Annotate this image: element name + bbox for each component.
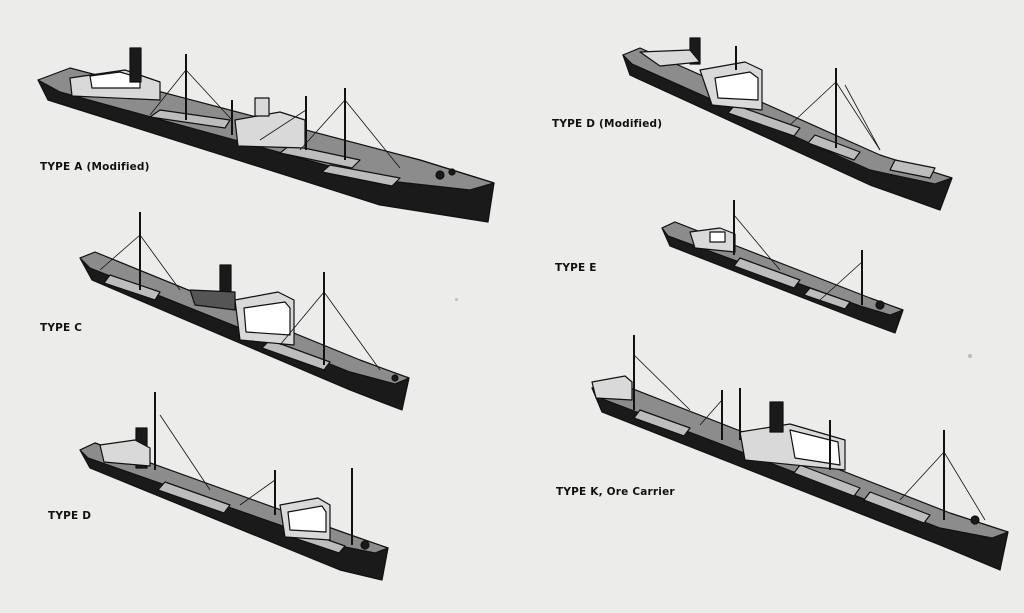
paper-speck bbox=[455, 298, 458, 301]
label-type-d-modified: TYPE D (Modified) bbox=[552, 118, 663, 130]
label-type-k-ore-carrier: TYPE K, Ore Carrier bbox=[556, 486, 675, 498]
label-type-d: TYPE D bbox=[48, 510, 92, 522]
label-type-c: TYPE C bbox=[40, 322, 83, 334]
paper-speck bbox=[968, 354, 972, 358]
label-type-e: TYPE E bbox=[555, 262, 597, 274]
label-type-a-modified: TYPE A (Modified) bbox=[40, 161, 150, 173]
